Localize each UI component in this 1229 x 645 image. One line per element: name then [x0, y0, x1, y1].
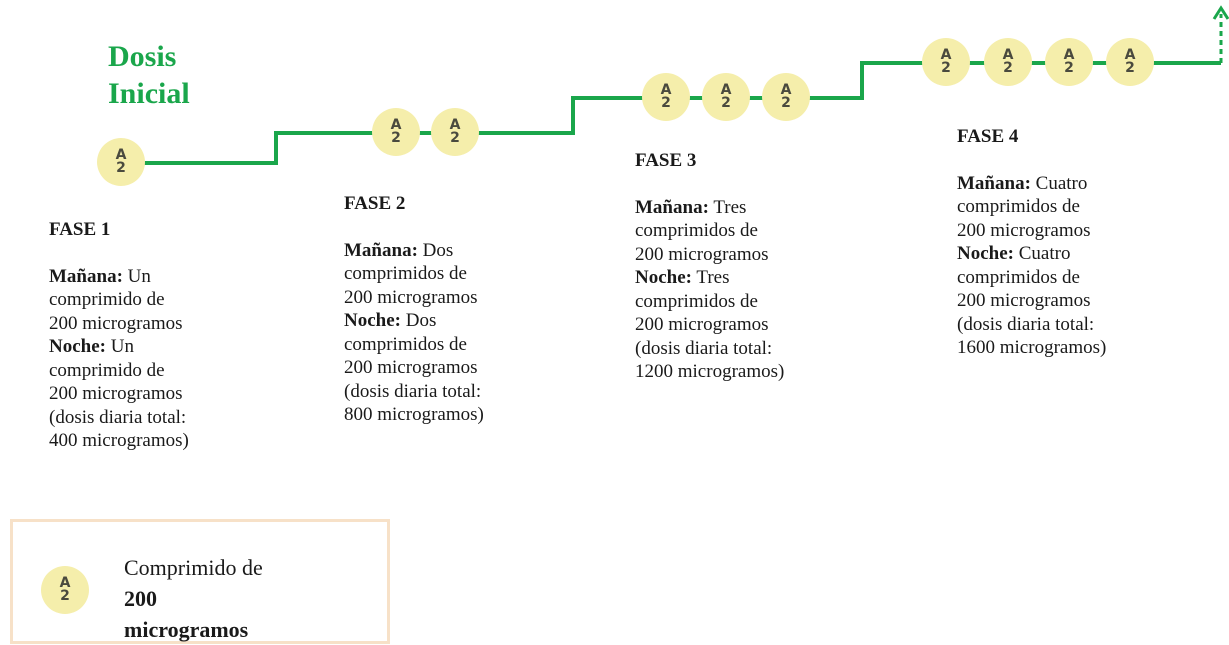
phase-title: FASE 1 — [49, 219, 111, 240]
phase-1-block: FASE 1 Mañana: Un comprimido de 200 micr… — [49, 218, 189, 453]
morning-dose: Cuatro — [1035, 172, 1088, 194]
pill-letter: A — [59, 575, 71, 591]
pill-number: 2 — [60, 588, 70, 604]
phase-4-block: FASE 4 Mañana: Cuatro comprimidos de 200… — [957, 125, 1106, 360]
morning-dose: 200 microgramos — [344, 286, 478, 308]
pill-letter: A — [1124, 47, 1136, 63]
pill-letter: A — [720, 82, 732, 98]
morning-label: Mañana: — [635, 196, 709, 218]
morning-label: Mañana: — [344, 239, 418, 261]
morning-dose: 200 microgramos — [49, 312, 183, 334]
night-dose: comprimidos de — [957, 266, 1080, 288]
step-line — [125, 61, 1221, 165]
diagram-title: Dosis Inicial — [108, 38, 190, 112]
night-dose: Un — [110, 336, 134, 357]
pill-number: 2 — [1064, 60, 1074, 76]
morning-label: Mañana: — [49, 265, 123, 287]
night-dose: 200 microgramos — [635, 314, 769, 335]
daily-total: (dosis diaria total: — [344, 380, 482, 402]
phase-title: FASE 3 — [635, 150, 697, 171]
pill-number: 2 — [721, 95, 731, 111]
night-dose: comprimido de — [49, 359, 165, 381]
night-label: Noche: — [344, 310, 401, 331]
pill-letter: A — [1063, 47, 1075, 63]
continuation-arrow-head — [1212, 5, 1229, 20]
pill-number: 2 — [1125, 60, 1135, 76]
legend-prefix: Comprimido de — [124, 555, 263, 580]
title-line-1: Dosis — [108, 40, 177, 73]
morning-dose: Un — [127, 265, 151, 287]
pill-number: 2 — [941, 60, 951, 76]
morning-dose: 200 microgramos — [957, 219, 1091, 241]
pill-letter: A — [115, 147, 127, 163]
night-dose: 200 microgramos — [49, 383, 183, 404]
morning-dose: comprimidos de — [344, 263, 467, 284]
pill-number: 2 — [781, 95, 791, 111]
morning-dose: comprimidos de — [957, 196, 1080, 217]
pill-letter: A — [660, 82, 672, 98]
phase-title: FASE 2 — [344, 193, 406, 214]
morning-dose: Dos — [422, 239, 454, 261]
night-dose: comprimidos de — [635, 290, 758, 312]
daily-total: (dosis diaria total: — [49, 406, 187, 428]
daily-total: 400 microgramos) — [49, 430, 189, 451]
pill-number: 2 — [1003, 60, 1013, 76]
morning-dose: comprimidos de — [635, 220, 758, 241]
night-dose: 200 microgramos — [344, 357, 478, 378]
pill-number: 2 — [116, 160, 126, 176]
night-label: Noche: — [957, 243, 1014, 264]
daily-total: 800 microgramos) — [344, 404, 484, 425]
night-dose: Tres — [696, 267, 730, 288]
morning-label: Mañana: — [957, 172, 1031, 194]
pill-number: 2 — [661, 95, 671, 111]
phase-title: FASE 4 — [957, 126, 1019, 147]
morning-dose: Tres — [713, 196, 747, 218]
title-line-2: Inicial — [108, 77, 190, 110]
night-dose: comprimidos de — [344, 333, 467, 355]
daily-total: (dosis diaria total: — [957, 313, 1095, 335]
pill-letter: A — [449, 117, 461, 133]
legend-unit: microgramos — [124, 617, 249, 642]
legend-dose: 200 — [124, 586, 157, 611]
phase-3-block: FASE 3 Mañana: Tres comprimidos de 200 m… — [635, 149, 784, 384]
pill-letter: A — [390, 117, 402, 133]
morning-dose: comprimido de — [49, 289, 165, 310]
legend-text: Comprimido de 200 microgramos — [124, 552, 263, 645]
phase-2-block: FASE 2 Mañana: Dos comprimidos de 200 mi… — [344, 192, 484, 427]
pill-number: 2 — [450, 130, 460, 146]
pill-letter: A — [780, 82, 792, 98]
pill-number: 2 — [391, 130, 401, 146]
night-dose: 200 microgramos — [957, 290, 1091, 311]
daily-total: 1600 microgramos) — [957, 337, 1107, 358]
pill-letter: A — [940, 47, 952, 63]
night-dose: Cuatro — [1018, 243, 1071, 264]
daily-total: (dosis diaria total: — [635, 337, 773, 359]
morning-dose: 200 microgramos — [635, 243, 769, 265]
night-dose: Dos — [405, 310, 437, 331]
night-label: Noche: — [635, 267, 692, 288]
night-label: Noche: — [49, 336, 106, 357]
pill-letter: A — [1002, 47, 1014, 63]
daily-total: 1200 microgramos) — [635, 361, 785, 382]
